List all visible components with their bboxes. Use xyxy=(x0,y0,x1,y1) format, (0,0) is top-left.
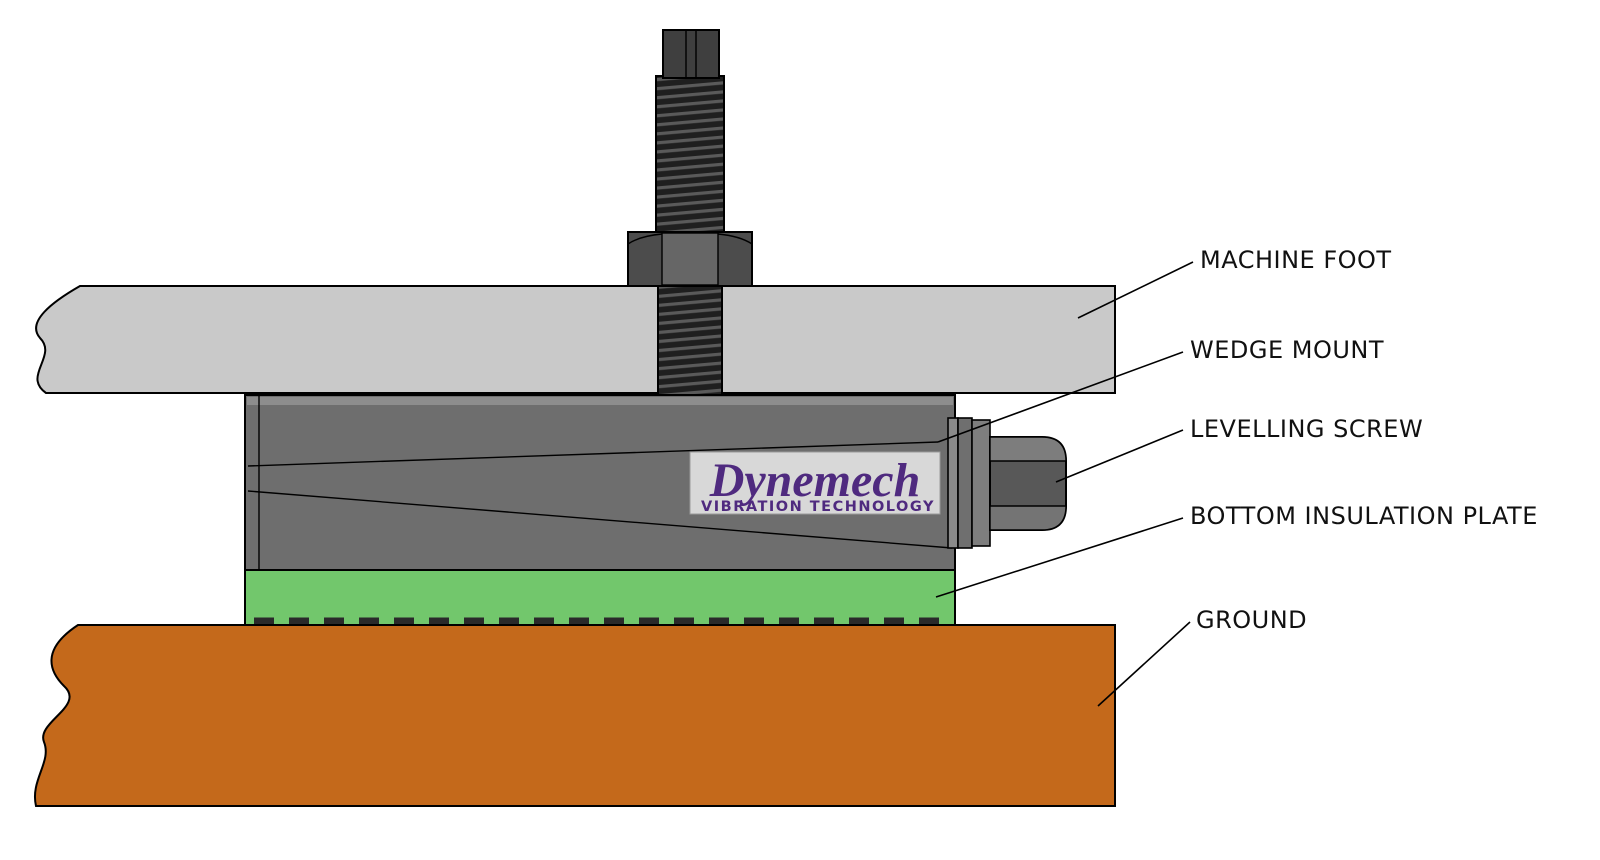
threaded-rod-upper xyxy=(655,75,725,235)
wedge-mount-top-strip xyxy=(247,397,953,405)
wedge-diagonal-lower xyxy=(247,490,953,549)
leader-levelling-screw xyxy=(1055,429,1184,483)
leader-machine-foot xyxy=(1077,261,1194,319)
insulation-plate-shape xyxy=(244,569,956,626)
label-ground: GROUND xyxy=(1196,606,1307,634)
levelling-screw-shape xyxy=(947,417,1067,549)
leader-bottom-insulation-plate xyxy=(935,517,1184,598)
logo-tagline: VIBRATION TECHNOLOGY xyxy=(701,499,935,515)
label-machine-foot: MACHINE FOOT xyxy=(1200,246,1392,274)
label-wedge-mount: WEDGE MOUNT xyxy=(1190,336,1384,364)
leader-wedge-mount xyxy=(937,351,1184,443)
ground-shape xyxy=(33,624,1116,807)
machine-foot-shape xyxy=(35,285,1116,394)
threaded-rod-lower xyxy=(657,283,723,397)
wedge-diagonal-upper xyxy=(247,441,939,467)
label-levelling-screw: LEVELLING SCREW xyxy=(1190,415,1423,443)
logo: Dynemech VIBRATION TECHNOLOGY xyxy=(689,451,941,515)
logo-brand: Dynemech xyxy=(709,454,921,507)
logo-background xyxy=(689,451,941,515)
leader-ground xyxy=(1097,621,1191,707)
top-bolt-head xyxy=(662,29,720,79)
hex-nut xyxy=(627,231,753,287)
label-bottom-insulation-plate: BOTTOM INSULATION PLATE xyxy=(1190,502,1538,530)
